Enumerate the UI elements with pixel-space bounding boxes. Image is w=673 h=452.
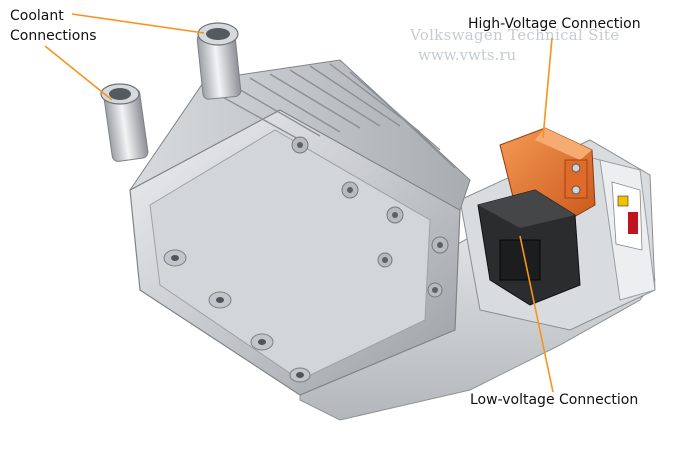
label-coolant-line1: Coolant <box>10 8 64 24</box>
leader-coolant-right <box>71 13 205 34</box>
leader-lines <box>44 13 554 393</box>
leader-low-voltage <box>519 235 554 393</box>
heater-body <box>129 59 471 396</box>
watermark-line-1: Volkswagen Technical Site <box>410 26 620 44</box>
leader-coolant-left <box>44 45 113 101</box>
label-low-voltage-connection: Low-voltage Connection <box>470 392 639 408</box>
label-high-voltage-connection: High-Voltage Connection <box>468 16 641 32</box>
low-voltage-connector <box>477 189 581 306</box>
leader-high-voltage <box>542 37 553 139</box>
watermark-line-2: www.vwts.ru <box>418 46 517 64</box>
label-coolant-connections: Coolant Connections <box>10 6 97 46</box>
label-coolant-line2: Connections <box>10 28 97 44</box>
coolant-pipe-right <box>196 22 242 100</box>
coolant-pipe-left <box>100 83 149 162</box>
